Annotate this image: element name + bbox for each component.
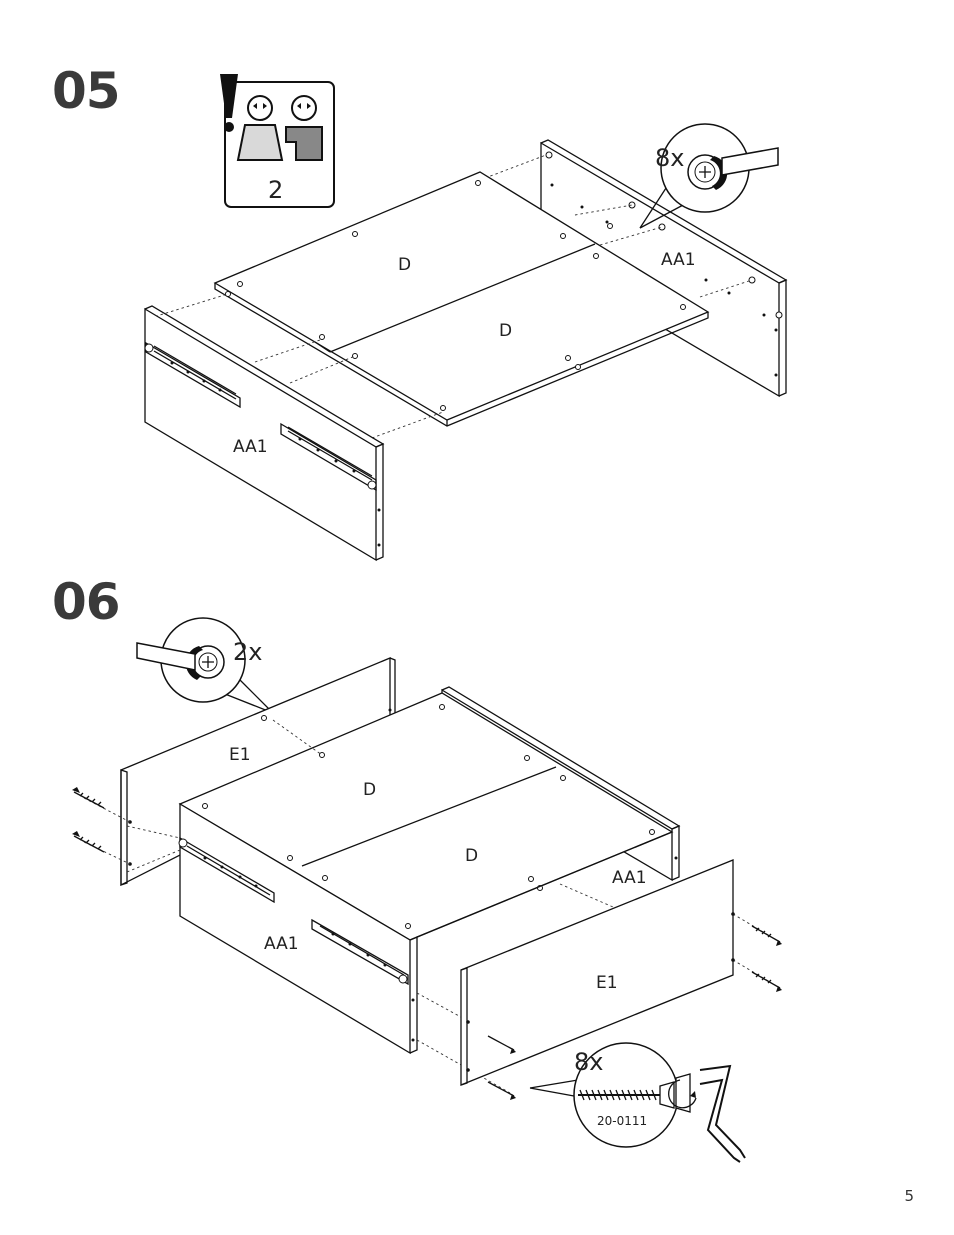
screw-front-lower-icon xyxy=(488,1082,516,1100)
label-d-right: D xyxy=(499,321,512,341)
screw-count: 8x xyxy=(574,1048,603,1076)
label-d-right-06: D xyxy=(465,846,478,866)
screw-left-lower-icon xyxy=(72,831,104,852)
label-d-left-06: D xyxy=(363,780,376,800)
label-aa1-right: AA1 xyxy=(661,250,696,270)
screw-right-upper-icon xyxy=(752,926,782,946)
label-aa1-left-06: AA1 xyxy=(264,934,299,954)
screw-detail-callout xyxy=(530,1043,745,1162)
screw-left-upper-icon xyxy=(72,787,104,808)
label-e1-right: E1 xyxy=(596,973,618,993)
cam-lock-callout xyxy=(640,124,778,228)
label-d-left: D xyxy=(398,255,411,275)
label-e1-left: E1 xyxy=(229,745,251,765)
part-code: 20-0111 xyxy=(597,1114,647,1128)
cam-count-2x: 2x xyxy=(233,638,262,666)
label-aa1-right-06: AA1 xyxy=(612,868,647,888)
label-aa1-left: AA1 xyxy=(233,437,268,457)
people-count: 2 xyxy=(268,176,283,204)
page-number: 5 xyxy=(904,1187,914,1205)
cam-count: 8x xyxy=(655,144,684,172)
screw-right-lower-icon xyxy=(752,972,782,992)
